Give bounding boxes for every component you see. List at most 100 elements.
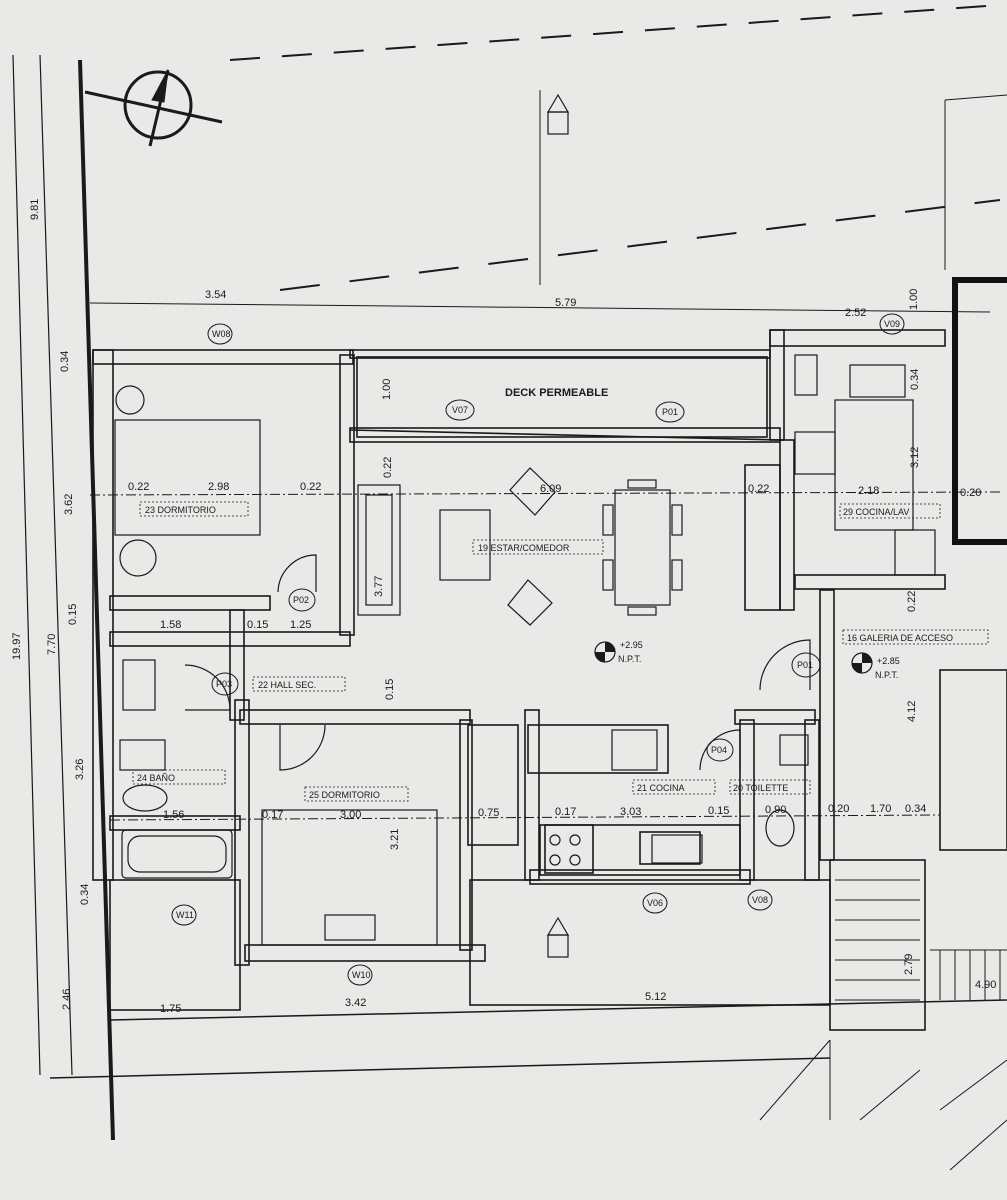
room-label-cocina: 21 COCINA (637, 783, 685, 793)
section-marker-icon (546, 916, 570, 958)
dimension-label: 2.18 (858, 485, 879, 497)
tag-p04: P04 (711, 745, 727, 755)
dimension-label: 0.22 (300, 481, 321, 493)
dimension-label: 1.70 (870, 803, 891, 815)
room-label-estar: 19 ESTAR/COMEDOR (478, 543, 570, 553)
toilet-icon (122, 784, 168, 812)
room-label-galeria: 16 GALERIA DE ACCESO (847, 633, 953, 643)
dimension-label: 1.58 (160, 619, 181, 631)
nightstand-icon (115, 385, 145, 415)
level-value: +2.85 (877, 656, 900, 666)
dark-block (952, 277, 1007, 545)
tag-p01: P01 (797, 660, 813, 670)
tag-p03: P03 (216, 679, 232, 689)
toilet-icon (765, 809, 795, 847)
furniture (114, 354, 936, 946)
dimension-label: 7.70 (46, 634, 58, 655)
dimension-label: 0.22 (906, 591, 918, 612)
dimension-label: 19.97 (11, 632, 23, 660)
fridge-icon (611, 729, 658, 771)
door-icon (277, 554, 317, 593)
room-label-bano: 24 BAÑO (137, 773, 175, 783)
sink-icon (122, 659, 156, 711)
dimension-label: 3.54 (205, 289, 226, 301)
dimension-label: 0.15 (384, 679, 396, 700)
dining-table-icon (614, 489, 671, 606)
room-label-deck: DECK PERMEABLE (505, 387, 608, 399)
dimension-label: 5.79 (555, 297, 576, 309)
tag-w08: W08 (212, 329, 231, 339)
coffee-table-icon (439, 509, 491, 581)
dimension-label: 0.34 (905, 803, 926, 815)
door-icon (279, 724, 326, 771)
room-label-cocina-lav: 29 COCINA/LAV (843, 507, 909, 517)
tag-w11: W11 (176, 910, 194, 920)
stairs (759, 879, 1007, 1171)
dimension-label: 1.00 (381, 379, 393, 400)
elevation-marker-icon (594, 641, 616, 663)
tag-v09: V09 (884, 319, 900, 329)
room-label-dormitorio: 25 DORMITORIO (309, 790, 380, 800)
dimension-label: 0.22 (748, 483, 769, 495)
sink-icon (651, 834, 703, 864)
room-label-hall: 22 HALL SEC. (258, 680, 316, 690)
dimension-label: 0.22 (382, 457, 394, 478)
dimension-label: 3.62 (63, 494, 75, 515)
tag-v07: V07 (452, 405, 468, 415)
nightstand-icon (119, 539, 157, 577)
door-icon (184, 664, 231, 711)
dimension-label: 0.20 (828, 803, 849, 815)
dimension-label: 1.56 (163, 809, 184, 821)
dimension-label: 0.75 (478, 807, 499, 819)
armchair-icon (507, 579, 553, 626)
dimension-label: 0.20 (960, 487, 981, 499)
dimension-label: 0.34 (909, 369, 921, 390)
dimension-label: 2.79 (903, 954, 915, 975)
dimension-label: 2.98 (208, 481, 229, 493)
dimension-label: 3.12 (909, 447, 921, 468)
room-label-toilette: 20 TOILETTE (733, 783, 788, 793)
bed-icon (261, 809, 438, 946)
dimension-label: 0.17 (262, 809, 283, 821)
north-arrow-icon (84, 69, 223, 147)
dimension-label: 4.12 (906, 701, 918, 722)
dimension-label: 0.90 (765, 804, 786, 816)
door-icon (759, 639, 811, 691)
dimension-label: 1.75 (160, 1003, 181, 1015)
sink-icon (779, 734, 809, 766)
dimension-label: 0.15 (708, 805, 729, 817)
dimension-label: 5.12 (645, 991, 666, 1003)
room-label-dormitorio: 23 DORMITORIO (145, 505, 216, 515)
element-tags (171, 313, 905, 986)
level-label: N.P.T. (875, 670, 898, 680)
walls (92, 329, 1007, 1031)
dimension-label: 0.15 (67, 604, 79, 625)
level-label: N.P.T. (618, 654, 641, 664)
dimension-label: 6.09 (540, 483, 561, 495)
dimension-label: 3.42 (345, 997, 366, 1009)
dimension-label: 3.26 (74, 759, 86, 780)
sink-icon (849, 364, 906, 398)
dimension-label: 0.15 (247, 619, 268, 631)
tag-v06: V06 (647, 898, 663, 908)
dimension-label: 9.81 (29, 199, 41, 220)
tag-p01: P01 (662, 407, 678, 417)
tag-p02: P02 (293, 595, 309, 605)
dimension-label: 0.22 (128, 481, 149, 493)
tag-v08: V08 (752, 895, 768, 905)
dimension-label: 1.25 (290, 619, 311, 631)
section-marker-icon (546, 93, 570, 135)
dimension-label: 2.52 (845, 307, 866, 319)
level-value: +2.95 (620, 640, 643, 650)
dimension-label: 0.34 (59, 351, 71, 372)
dimension-label: 3.03 (620, 806, 641, 818)
elevation-marker-icon (851, 652, 873, 674)
sofa-icon (357, 484, 401, 616)
dimension-label: 1.00 (908, 289, 920, 310)
bathtub-icon (121, 829, 233, 879)
armchair-icon (509, 467, 556, 516)
bed-icon (114, 419, 261, 536)
dimension-label: 4.90 (975, 979, 996, 991)
